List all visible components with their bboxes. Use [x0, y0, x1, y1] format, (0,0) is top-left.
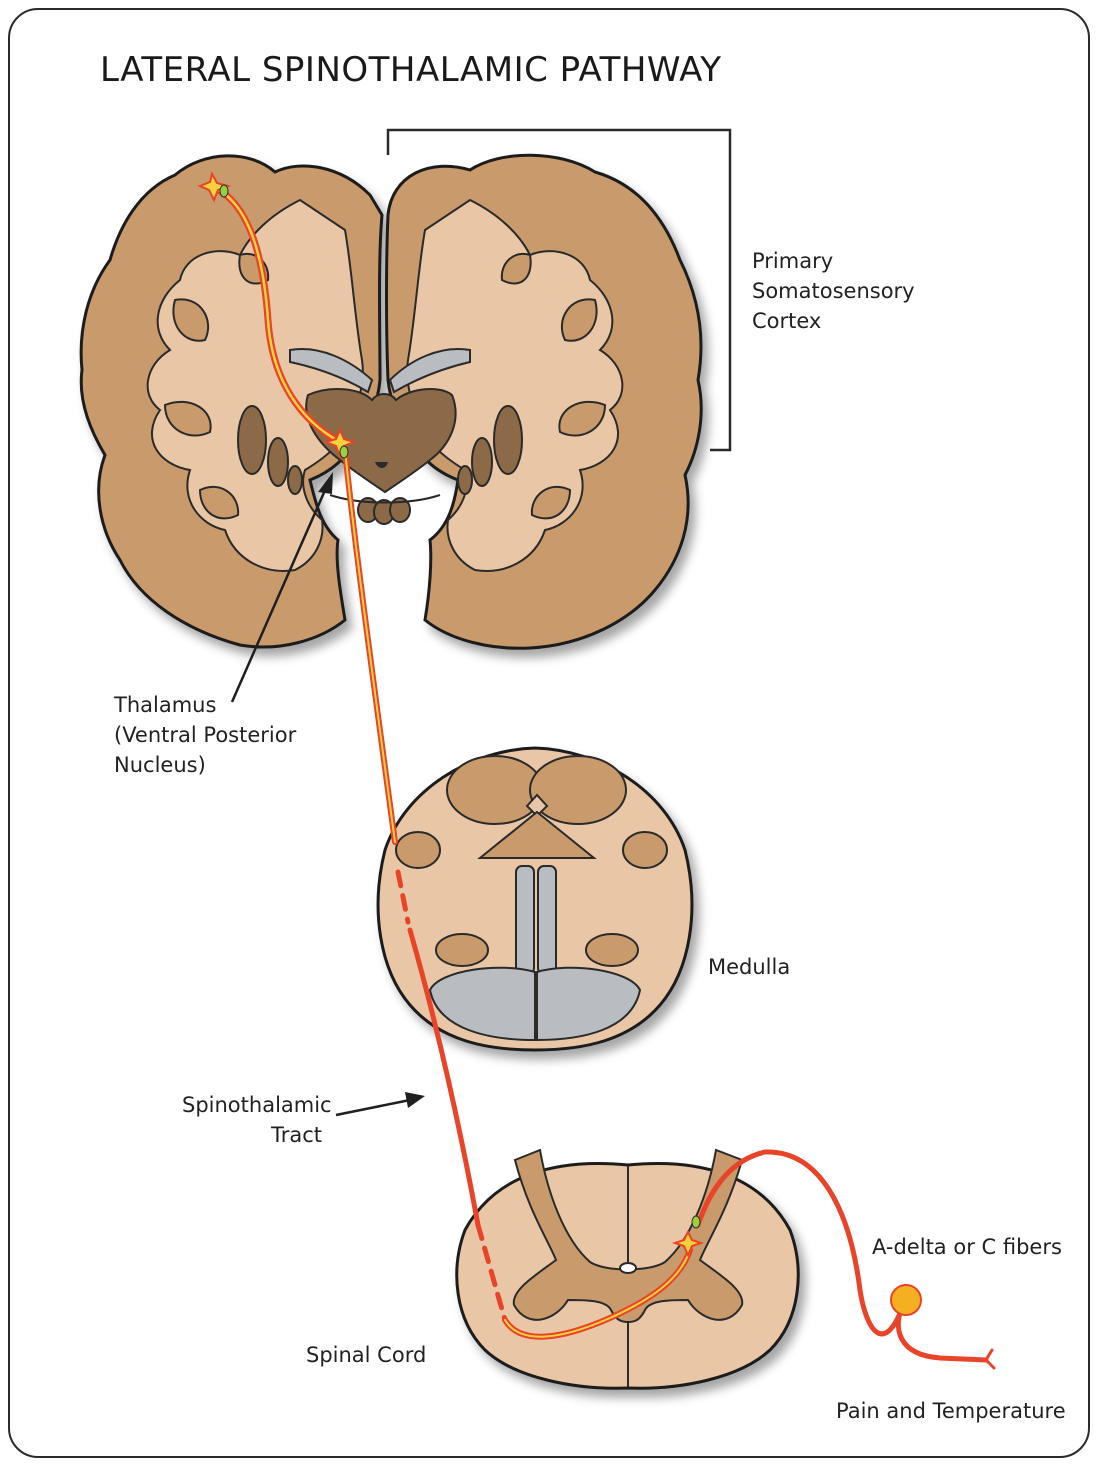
- dorsal-root-ganglion-cell: [891, 1285, 921, 1315]
- tract-label-line-2: Tract: [182, 1120, 322, 1150]
- thalamus-label: Thalamus (Ventral Posterior Nucleus): [114, 690, 296, 780]
- thalamus-label-line-1: Thalamus: [114, 690, 296, 720]
- thalamus-label-line-3: Nucleus): [114, 750, 296, 780]
- spinal-cord-section: [457, 1150, 798, 1388]
- tract-label: Spinothalamic Tract: [182, 1090, 322, 1150]
- tract-label-line-1: Spinothalamic: [182, 1090, 322, 1120]
- fibers-label: A-delta or C fibers: [872, 1232, 1062, 1262]
- medulla-label: Medulla: [708, 952, 790, 982]
- spinal-cord-label: Spinal Cord: [306, 1340, 426, 1370]
- medulla-section: [378, 748, 692, 1050]
- thalamus-label-line-2: (Ventral Posterior: [114, 720, 296, 750]
- cortex-label-line-3: Cortex: [752, 306, 915, 336]
- stimulus-label: Pain and Temperature: [836, 1396, 1066, 1426]
- tract-pointer-arrow: [336, 1092, 425, 1115]
- cortex-label-line-1: Primary: [752, 246, 915, 276]
- cortex-label: Primary Somatosensory Cortex: [752, 246, 915, 336]
- cortex-label-line-2: Somatosensory: [752, 276, 915, 306]
